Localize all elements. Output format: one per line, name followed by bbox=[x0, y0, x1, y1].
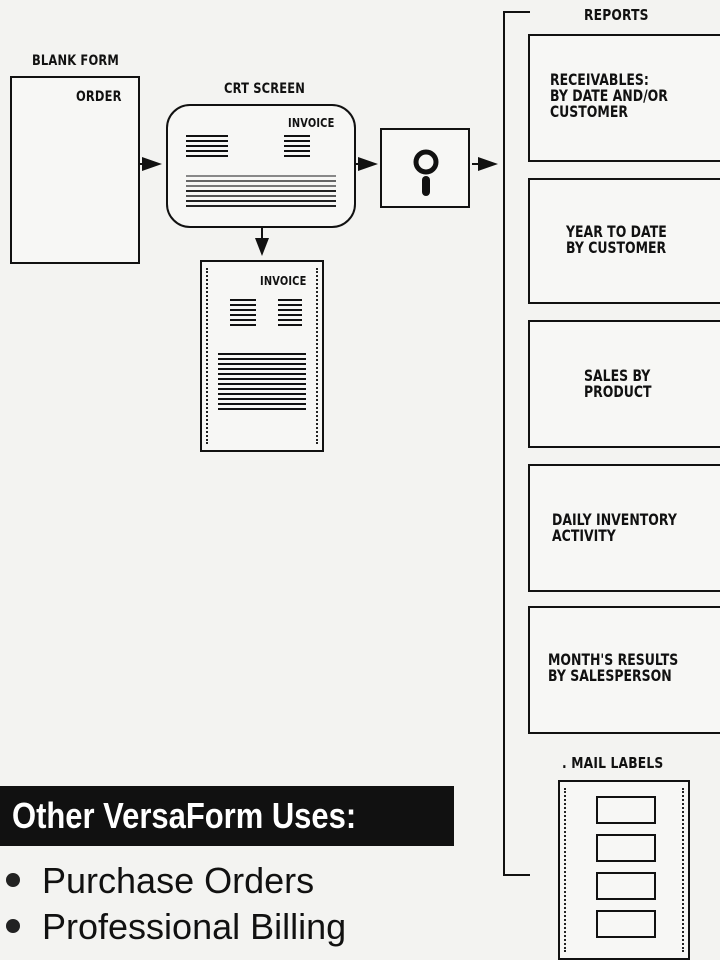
crt-invoice-label: INVOICE bbox=[288, 116, 335, 130]
report-daily-inventory-text: DAILY INVENTORY ACTIVITY bbox=[552, 510, 677, 545]
crt-screen: INVOICE bbox=[166, 104, 356, 228]
use-item-label: Purchase Orders bbox=[42, 860, 315, 901]
report-receivables-text: RECEIVABLES: BY DATE AND/OR CUSTOMER bbox=[550, 70, 668, 121]
report-receivables: RECEIVABLES: BY DATE AND/OR CUSTOMER bbox=[528, 34, 720, 162]
use-item-label: Professional Billing bbox=[42, 906, 347, 947]
disk-storage bbox=[380, 128, 470, 208]
arrow-to-print bbox=[255, 238, 269, 256]
blank-form-label: ORDER bbox=[76, 89, 122, 105]
reports-title: REPORTS bbox=[584, 6, 649, 24]
arrow-to-crt bbox=[142, 157, 162, 171]
mail-label bbox=[596, 834, 656, 862]
report-sales-product-text: SALES BY PRODUCT bbox=[584, 366, 652, 401]
disk-icon bbox=[413, 149, 439, 196]
blank-form: ORDER bbox=[10, 76, 140, 264]
report-sales-product: SALES BY PRODUCT bbox=[528, 320, 720, 448]
reports-bracket bbox=[503, 11, 530, 876]
report-month-salesperson: MONTH'S RESULTS BY SALESPERSON bbox=[528, 606, 720, 734]
printed-invoice: INVOICE bbox=[200, 260, 324, 452]
mail-label bbox=[596, 910, 656, 938]
crt-screen-title: CRT SCREEN bbox=[224, 81, 306, 97]
crt-form-lines bbox=[186, 135, 336, 207]
report-daily-inventory: DAILY INVENTORY ACTIVITY bbox=[528, 464, 720, 592]
report-ytd-customer-text: YEAR TO DATE BY CUSTOMER bbox=[566, 222, 667, 257]
mail-labels-title: . MAIL LABELS bbox=[562, 754, 664, 772]
use-item-purchase-orders: Purchase Orders bbox=[0, 860, 314, 902]
mail-label bbox=[596, 872, 656, 900]
printed-form-lines bbox=[218, 299, 306, 410]
blank-form-title: BLANK FORM bbox=[32, 53, 119, 69]
arrow-to-disk bbox=[358, 157, 378, 171]
use-item-professional-billing: Professional Billing bbox=[0, 906, 346, 948]
mail-labels-sheet bbox=[558, 780, 690, 960]
bullet-icon bbox=[6, 873, 20, 888]
report-month-salesperson-text: MONTH'S RESULTS BY SALESPERSON bbox=[548, 650, 679, 685]
bullet-icon bbox=[6, 919, 20, 934]
other-uses-heading: Other VersaForm Uses: bbox=[0, 786, 454, 846]
report-ytd-customer: YEAR TO DATE BY CUSTOMER bbox=[528, 178, 720, 304]
other-uses-heading-text: Other VersaForm Uses: bbox=[12, 795, 357, 836]
mail-label bbox=[596, 796, 656, 824]
arrow-to-reports bbox=[478, 157, 498, 171]
printed-invoice-label: INVOICE bbox=[260, 274, 307, 288]
